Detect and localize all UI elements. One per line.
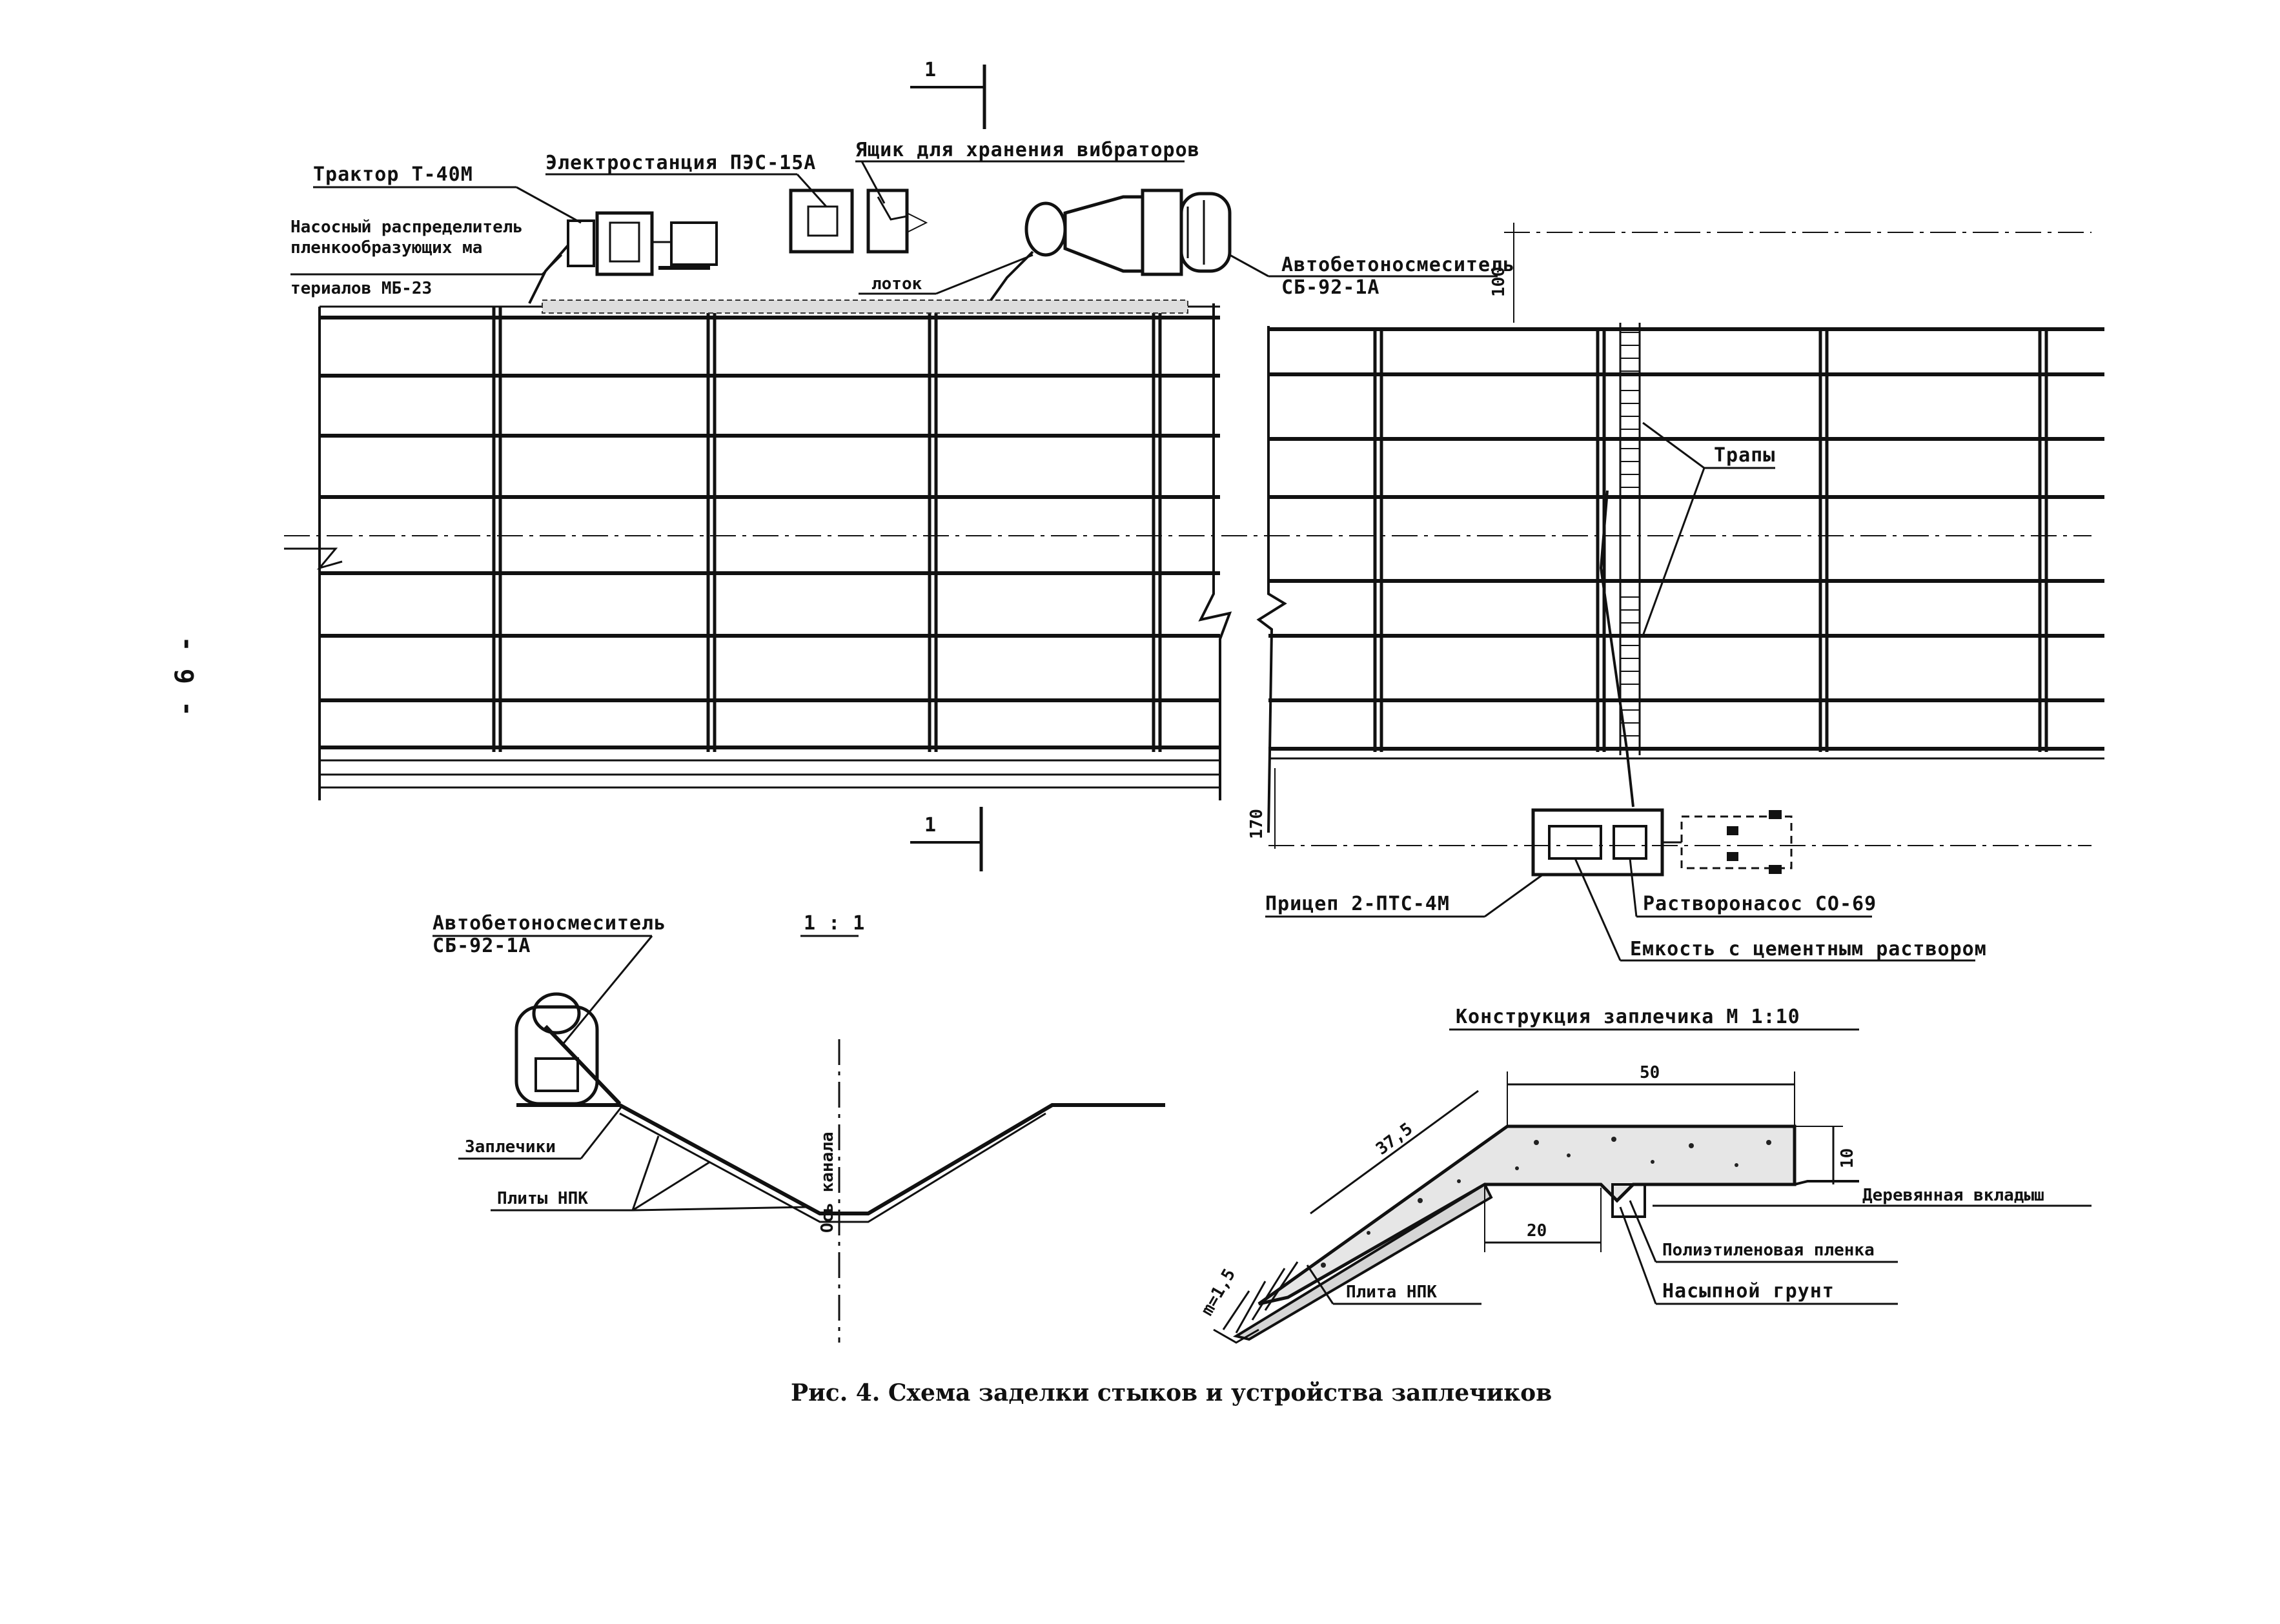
power-station-icon	[789, 188, 854, 254]
svg-text:Трактор Т-40М: Трактор Т-40М	[313, 163, 473, 186]
svg-text:Деревянная вкладыш: Деревянная вкладыш	[1862, 1186, 2044, 1205]
concrete-mixer-section-icon	[514, 992, 622, 1106]
svg-text:20: 20	[1527, 1221, 1547, 1241]
plan-right-block	[1256, 323, 2104, 833]
trailer-icon	[1531, 808, 1793, 877]
section-title: 1 : 1	[804, 912, 865, 935]
svg-text:100: 100	[1489, 267, 1509, 297]
concrete-mixer-plan-icon	[990, 188, 1232, 301]
label-vibrator-box: Ящик для хранения вибраторов	[855, 139, 1200, 204]
shoulder-detail: Конструкция заплечика М 1:10 50	[1197, 1006, 2092, 1344]
figure-caption: Рис. 4. Схема заделки стыков и устройств…	[791, 1379, 1552, 1406]
svg-text:50: 50	[1640, 1063, 1660, 1082]
label-power-station: Электростанция ПЭС-15А	[545, 152, 828, 208]
page-number: - 6 -	[170, 636, 200, 716]
wooden-batten-icon	[1611, 1183, 1646, 1218]
svg-text:Плиты НПК: Плиты НПК	[497, 1189, 588, 1208]
svg-text:Ящик для хранения вибраторов: Ящик для хранения вибраторов	[855, 139, 1200, 161]
svg-text:Растворонасос СО-69: Растворонасос СО-69	[1643, 893, 1877, 915]
svg-text:Насосный распределитель: Насосный распределитель	[290, 218, 523, 237]
section-mark-top: 1	[910, 59, 986, 129]
plan-left-block	[284, 299, 1232, 800]
svg-text:Плита НПК: Плита НПК	[1346, 1283, 1437, 1302]
svg-text:Электростанция ПЭС-15А: Электростанция ПЭС-15А	[545, 152, 816, 174]
label-trowel: лоток	[859, 254, 1033, 295]
dimension-170: 170	[1247, 768, 1276, 849]
svg-text:Автобетоносмеситель: Автобетоносмеситель	[433, 912, 666, 935]
label-tank: Емкость с цементным раствором	[1574, 858, 1987, 962]
label-tractor: Трактор Т-40М	[313, 163, 582, 224]
dimension-100: 100	[1489, 223, 1514, 323]
svg-text:териалов МБ-23: териалов МБ-23	[290, 279, 432, 298]
svg-text:Заплечики: Заплечики	[465, 1137, 556, 1157]
label-mortar-pump: Растворонасос СО-69	[1629, 858, 1877, 918]
svg-text:Трапы: Трапы	[1714, 444, 1775, 467]
section-1-1: 1 : 1 Ось канала Автобетоносмеситель СБ-…	[433, 912, 1165, 1343]
svg-text:Автобетоносмеситель: Автобетоносмеситель	[1281, 254, 1515, 276]
tractor-icon	[567, 211, 718, 276]
svg-text:лоток: лоток	[871, 274, 922, 294]
svg-text:1: 1	[924, 814, 937, 837]
label-trailer: Прицеп 2-ПТС-4М	[1265, 873, 1543, 918]
label-ladders: Трапы	[1642, 421, 1775, 636]
svg-text:m=1,5: m=1,5	[1197, 1266, 1239, 1319]
svg-text:СБ-92-1А: СБ-92-1А	[433, 935, 531, 957]
svg-text:Ось канала: Ось канала	[818, 1132, 837, 1233]
svg-text:Насыпной грунт: Насыпной грунт	[1662, 1280, 1835, 1303]
svg-text:1: 1	[924, 59, 937, 81]
ladder-icon	[1619, 323, 1641, 755]
svg-text:Прицеп 2-ПТС-4М: Прицеп 2-ПТС-4М	[1265, 893, 1450, 915]
svg-text:10: 10	[1838, 1148, 1857, 1168]
section-mark-bottom: 1	[910, 807, 983, 871]
detail-title: Конструкция заплечика М 1:10	[1456, 1006, 1800, 1028]
svg-text:Полиэтиленовая пленка: Полиэтиленовая пленка	[1662, 1241, 1875, 1260]
svg-text:пленкообразующих ма: пленкообразующих ма	[290, 238, 482, 258]
label-mixer-plan: Автобетоносмеситель СБ-92-1А	[1229, 254, 1515, 299]
vibrator-box-icon	[866, 188, 928, 254]
svg-text:170: 170	[1247, 809, 1267, 839]
svg-text:СБ-92-1А: СБ-92-1А	[1281, 276, 1380, 299]
svg-text:Емкость с цементным раствором: Емкость с цементным раствором	[1630, 938, 1987, 960]
label-pump-distributor: Насосный распределитель пленкообразующих…	[290, 218, 563, 298]
